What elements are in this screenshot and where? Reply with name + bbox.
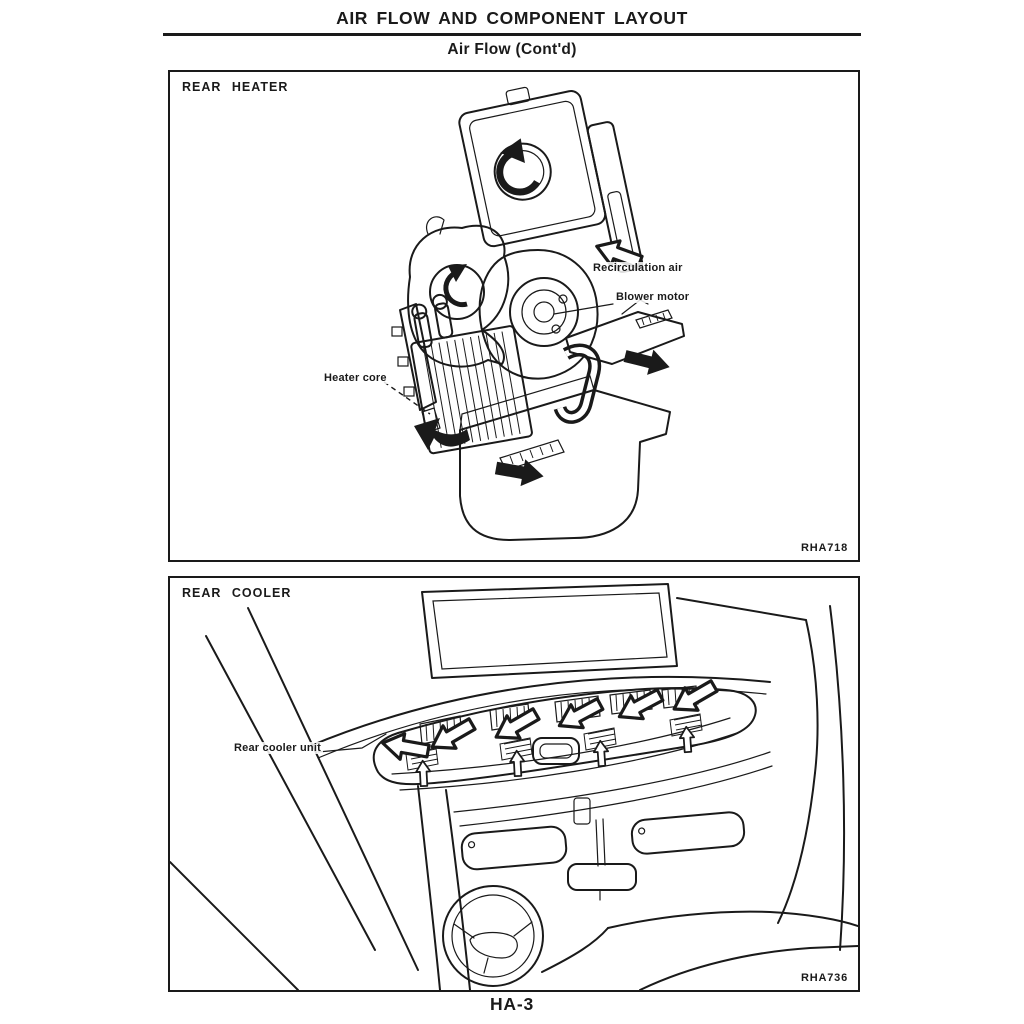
- windshield-header: [453, 751, 773, 827]
- sun-visor: [460, 811, 746, 871]
- airflow-arrow-icon: [592, 739, 611, 768]
- section-subtitle: Air Flow (Cont'd): [447, 41, 577, 58]
- blower-motor-leader: [553, 303, 614, 315]
- airflow-arrow-icon: [551, 690, 608, 739]
- figure-ref-code: RHA736: [801, 972, 848, 984]
- figure-ref-code: RHA718: [801, 542, 848, 554]
- airflow-arrow-icon: [414, 418, 470, 450]
- airflow-arrow-icon: [678, 725, 697, 754]
- airflow-arrow-icon: [621, 343, 673, 380]
- roof-opening: [421, 583, 678, 679]
- label-blower-motor: Blower motor: [614, 291, 692, 303]
- rear-heater-figure: REAR HEATER Recirculation air Blower mot…: [168, 70, 860, 562]
- title-rule: [163, 33, 861, 36]
- floor-duct: [459, 375, 671, 541]
- heater-core-part: [410, 293, 533, 455]
- dash-lines: [541, 910, 858, 990]
- airflow-arrow-icon: [378, 728, 432, 766]
- heater-core-leader: [383, 381, 431, 415]
- label-recirculation-air: Recirculation air: [591, 262, 685, 274]
- rear-cooler-illustration: [170, 583, 858, 990]
- rear-view-mirror: [567, 818, 637, 901]
- figure-caption: REAR HEATER: [180, 80, 291, 94]
- rear-heater-illustration: [383, 86, 685, 541]
- steering-wheel: [442, 885, 544, 987]
- roof-lines: [676, 597, 846, 951]
- label-rear-cooler-unit: Rear cooler unit: [232, 742, 323, 754]
- pillar-lines: [170, 607, 471, 990]
- page-title: AIR FLOW AND COMPONENT LAYOUT: [336, 8, 688, 28]
- rear-cooler-unit-leader: [317, 733, 387, 753]
- label-heater-core: Heater core: [322, 372, 389, 384]
- blower-housing: [407, 216, 510, 368]
- rear-cooler-figure: REAR COOLER Rear cooler unit RHA736: [168, 576, 860, 992]
- page-number: HA-3: [489, 994, 535, 1014]
- figure-caption: REAR COOLER: [180, 586, 294, 600]
- rotation-arrow-icon: [443, 269, 468, 308]
- roof-edge: [309, 675, 771, 747]
